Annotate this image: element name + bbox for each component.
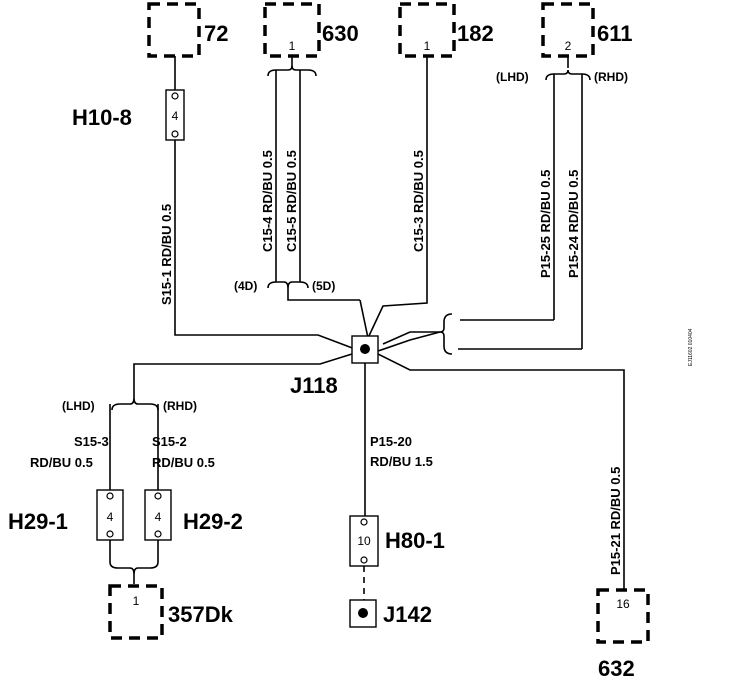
inline-connector-h29-2: 4 H29-2: [144, 489, 243, 541]
h10-8-pin: 4: [172, 109, 179, 123]
connector-611-label: 611: [597, 21, 633, 46]
h29-1-pin: 4: [107, 510, 114, 524]
variant-4d-label: (4D): [234, 279, 257, 293]
wire-p15-25-label: P15-25 RD/BU 0.5: [538, 170, 553, 278]
inline-connector-h80-1: 10 H80-1: [349, 515, 445, 567]
h29-2-pin: 4: [155, 510, 162, 524]
connector-357dk: 1 357Dk: [108, 584, 234, 640]
connector-611-pin: 2: [565, 39, 572, 53]
wire-c15-4-c15-5: [267, 56, 360, 301]
variant-rhd-label-left: (RHD): [163, 399, 197, 413]
wire-s15-3-id: S15-3: [74, 434, 109, 449]
reference-code: EJ11602 010404: [688, 328, 694, 366]
connector-630-label: 630: [322, 21, 359, 46]
j118-label: J118: [290, 373, 338, 398]
connector-632: 16 632: [596, 588, 650, 681]
wire-s15-1-label: S15-1 RD/BU 0.5: [159, 204, 174, 305]
wire-s15-2-id: S15-2: [152, 434, 187, 449]
connector-632-label: 632: [598, 656, 635, 681]
wire-p15-21: [377, 353, 625, 590]
connector-182: 1 182: [398, 2, 494, 58]
variant-lhd-label-left: (LHD): [62, 399, 95, 413]
h29-2-label: H29-2: [183, 509, 243, 534]
connector-357dk-label: 357Dk: [168, 602, 234, 627]
inline-connector-h10-8: 4 H10-8: [72, 89, 185, 141]
h80-1-pin: 10: [357, 534, 371, 548]
h80-1-label: H80-1: [385, 528, 445, 553]
wire-s15-2-spec: RD/BU 0.5: [152, 455, 215, 470]
h29-1-label: H29-1: [8, 509, 68, 534]
connector-182-label: 182: [457, 21, 494, 46]
variant-lhd-label-top: (LHD): [496, 70, 529, 84]
wire-s15-1: [174, 56, 356, 350]
wire-s15-3-spec: RD/BU 0.5: [30, 455, 93, 470]
wire-c15-5-label: C15-5 RD/BU 0.5: [284, 150, 299, 252]
variant-5d-label: (5D): [312, 279, 335, 293]
wire-p15-25-p15-24: [377, 56, 591, 355]
inline-connector-h29-1: 4 H29-1: [8, 489, 124, 541]
connector-72-label: 72: [204, 21, 228, 46]
connector-630-pin: 1: [289, 39, 296, 53]
wire-c15-3-label: C15-3 RD/BU 0.5: [411, 150, 426, 252]
connector-72: 72: [147, 2, 228, 58]
connector-357dk-pin: 1: [133, 594, 140, 608]
variant-rhd-label-top: (RHD): [594, 70, 628, 84]
connector-630: 1 630: [263, 2, 359, 58]
ground-j142: J142: [349, 599, 432, 628]
wire-s15-3-s15-2: [109, 353, 353, 584]
wire-p15-20-spec: RD/BU 1.5: [370, 454, 433, 469]
wire-p15-24-label: P15-24 RD/BU 0.5: [566, 170, 581, 278]
h10-8-label: H10-8: [72, 105, 132, 130]
connector-611: 2 611: [541, 2, 633, 58]
wire-p15-21-label: P15-21 RD/BU 0.5: [608, 467, 623, 575]
connector-182-pin: 1: [424, 39, 431, 53]
connector-632-pin: 16: [616, 597, 630, 611]
wire-c15-3: [359, 56, 428, 339]
wire-p15-20-id: P15-20: [370, 434, 412, 449]
j142-label: J142: [383, 602, 432, 627]
wire-c15-4-label: C15-4 RD/BU 0.5: [260, 150, 275, 252]
splice-j118: J118: [290, 335, 379, 398]
